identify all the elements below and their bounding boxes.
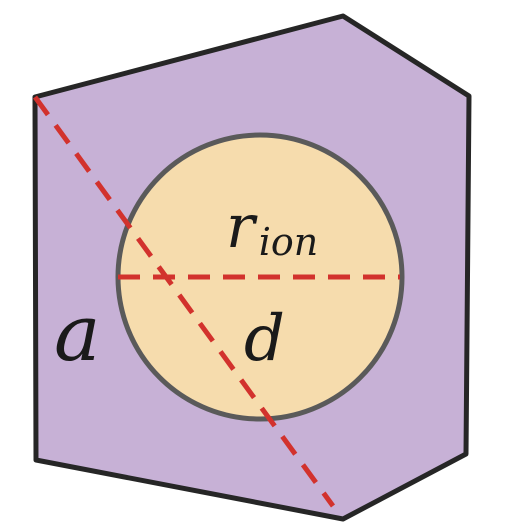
edge-label-a: a <box>54 289 101 379</box>
diagonal-dashed-line <box>32 95 336 508</box>
radius-subscript: ion <box>259 220 319 264</box>
diameter-label-d: d <box>244 302 285 376</box>
radius-symbol: r <box>226 192 258 262</box>
